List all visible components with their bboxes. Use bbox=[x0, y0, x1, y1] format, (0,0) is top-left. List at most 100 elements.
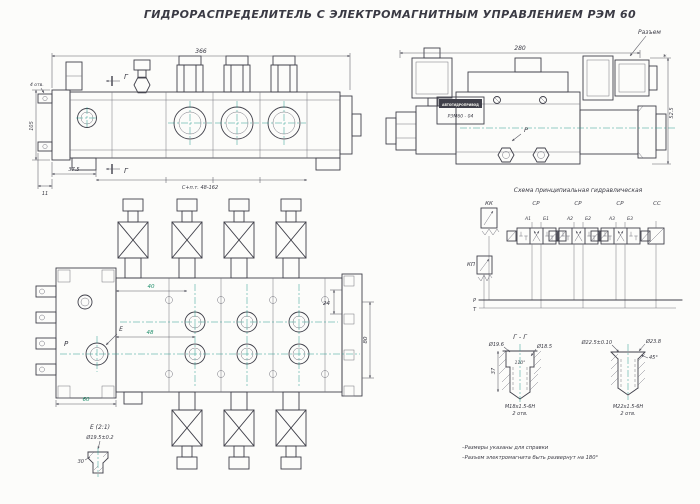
front-dim-pitch: С+п.т. 48-162 bbox=[95, 177, 308, 191]
top-dim-40: 40 bbox=[115, 284, 188, 293]
section-mark-top: Г bbox=[105, 73, 129, 86]
bus-t-label: Т bbox=[473, 307, 477, 313]
note-1: –Размеры указаны для справки bbox=[462, 445, 549, 451]
front-dim-105: 105 bbox=[29, 89, 50, 161]
holes-note: 4 отв. bbox=[30, 82, 44, 88]
front-view: 366 105 37.5 11 С+п.т. 48-162 Г bbox=[29, 48, 362, 197]
solenoid-front-3 bbox=[270, 55, 298, 93]
solenoid-front-2 bbox=[223, 55, 251, 93]
connector-label: Разъем bbox=[638, 29, 661, 36]
solenoid-top-3 bbox=[223, 198, 255, 279]
dim-offset: 37.5 bbox=[68, 167, 79, 173]
detail-gg-dia-thread: Ø18.5 bbox=[536, 343, 552, 350]
detail-gg-holes: 2 отв. bbox=[512, 411, 527, 417]
solenoid-top-2 bbox=[171, 198, 203, 279]
dim-side-height: 52.5 bbox=[669, 107, 675, 118]
directional-valve-1 bbox=[507, 228, 566, 244]
section-label-g-top: Г bbox=[124, 73, 129, 81]
detail-m22-dia-counterbore: Ø22.5±0.10 bbox=[581, 339, 612, 346]
front-dim-366: 366 bbox=[51, 48, 351, 90]
detail-e-dim-30: 30 bbox=[78, 459, 84, 465]
top-dim-80: 80 bbox=[362, 301, 374, 379]
front-view-body bbox=[37, 61, 362, 171]
label-kp: КП bbox=[467, 262, 475, 268]
dim-total-width: 366 bbox=[195, 48, 207, 55]
label-cp1: СР bbox=[532, 201, 540, 207]
dim-24: 24 bbox=[323, 301, 330, 307]
note-2: –Разъем электромагнита быть развернут на… bbox=[462, 455, 599, 461]
label-cp2: СР bbox=[574, 201, 582, 207]
dim-edge: 11 bbox=[42, 191, 48, 197]
dim-60: 60 bbox=[83, 397, 90, 403]
nameplate: АВТОГИДРОПРИВОД РЭМ60 - 04 bbox=[436, 96, 485, 125]
label-cc: СС bbox=[653, 201, 661, 207]
solenoid-bottom-2 bbox=[223, 391, 255, 470]
detail-m22-drawing bbox=[610, 344, 646, 400]
solenoid-bottom-3 bbox=[275, 391, 307, 470]
front-dim-11: 11 bbox=[37, 153, 53, 197]
port-b2: Б2 bbox=[585, 216, 591, 222]
solenoid-top-1 bbox=[117, 198, 149, 279]
connector-callout: Разъем * bbox=[629, 29, 667, 61]
nameplate-brand: АВТОГИДРОПРИВОД bbox=[442, 103, 479, 107]
dim-48: 48 bbox=[147, 330, 154, 336]
dim-side-width: 280 bbox=[514, 45, 526, 52]
top-dim-24: 24 bbox=[323, 289, 342, 315]
side-dim-height: 52.5 bbox=[650, 57, 675, 165]
bus-p-label: Р bbox=[473, 298, 476, 304]
schematic-connections bbox=[478, 221, 683, 309]
detail-mark-e: Е bbox=[119, 326, 123, 333]
port-a3: А3 bbox=[608, 216, 615, 222]
detail-gg-depth-dim: 37 bbox=[491, 350, 500, 393]
drawing-title: ГИДРОРАСПРЕДЕЛИТЕЛЬ С ЭЛЕКТРОМАГНИТНЫМ У… bbox=[144, 8, 636, 21]
detail-gg: Г - Г Ø19.6 Ø18.5 110° 37 М18х1.5-6Н 2 о… bbox=[488, 333, 552, 417]
solenoid-top-4 bbox=[275, 198, 307, 279]
detail-e-diameter: Ø19.5±0.2 bbox=[85, 434, 113, 441]
dim-80: 80 bbox=[363, 336, 369, 343]
dim-40: 40 bbox=[148, 284, 155, 290]
relief-valve-kp bbox=[476, 255, 493, 308]
directional-valve-3 bbox=[591, 228, 650, 244]
detail-gg-dim-depth: 37 bbox=[491, 367, 497, 374]
top-dim-48: 48 bbox=[115, 330, 196, 339]
port-b1: Б1 bbox=[543, 216, 549, 222]
front-holes-note: 4 отв. bbox=[30, 82, 45, 94]
dim-height: 105 bbox=[29, 121, 35, 131]
detail-e-title: Е (2:1) bbox=[90, 424, 110, 431]
detail-e: Е (2:1) Ø19.5±0.2 30 bbox=[78, 424, 114, 477]
port-b3: Б3 bbox=[627, 216, 633, 222]
label-cp3: СР bbox=[616, 201, 624, 207]
detail-m22-angle: 45° bbox=[649, 355, 658, 361]
detail-e-drawing bbox=[87, 448, 109, 477]
relief-valve-kk bbox=[480, 207, 500, 300]
top-port-p-label: Р bbox=[64, 340, 69, 348]
section-mark-bottom: Г bbox=[105, 164, 129, 175]
detail-gg-dia-counterbore: Ø19.6 bbox=[488, 341, 504, 348]
side-view: АВТОГИДРОПРИВОД РЭМ60 - 04 280 Разъем * … bbox=[385, 29, 676, 165]
detail-gg-label: Г - Г bbox=[513, 333, 528, 341]
asterisk-mark: * bbox=[663, 53, 667, 61]
hydraulic-schematic: Схема принципиальная гидравлическая КК С… bbox=[467, 187, 683, 313]
side-view-body bbox=[385, 47, 676, 165]
detail-gg-angle: 110° bbox=[515, 360, 526, 366]
port-a1: А1 bbox=[524, 216, 531, 222]
detail-m22: Ø22.5±0.10 Ø23.8 45° М22х1.5-6Н 2 отв. bbox=[581, 338, 661, 417]
detail-m22-thread: М22х1.5-6Н bbox=[613, 404, 644, 410]
detail-gg-thread: М18х1.5-6Н bbox=[505, 404, 536, 410]
label-kk: КК bbox=[485, 201, 494, 207]
section-label-g-bottom: Г bbox=[124, 167, 129, 175]
side-dim-280: 280 bbox=[399, 45, 641, 58]
top-dim-60: 60 bbox=[55, 397, 117, 407]
solenoid-front-1 bbox=[176, 55, 204, 93]
detail-m22-holes: 2 отв. bbox=[620, 411, 635, 417]
nameplate-model: РЭМ60 - 04 bbox=[448, 114, 474, 120]
port-a2: А2 bbox=[566, 216, 573, 222]
dim-section-pitch: С+п.т. 48-162 bbox=[182, 185, 218, 191]
front-dim-37-5: 37.5 bbox=[51, 160, 97, 177]
top-view-body bbox=[35, 267, 363, 405]
solenoid-bottom-1 bbox=[171, 391, 203, 470]
notes: –Размеры указаны для справки –Разъем эле… bbox=[462, 445, 599, 461]
detail-m22-dia-outer: Ø23.8 bbox=[645, 338, 661, 345]
